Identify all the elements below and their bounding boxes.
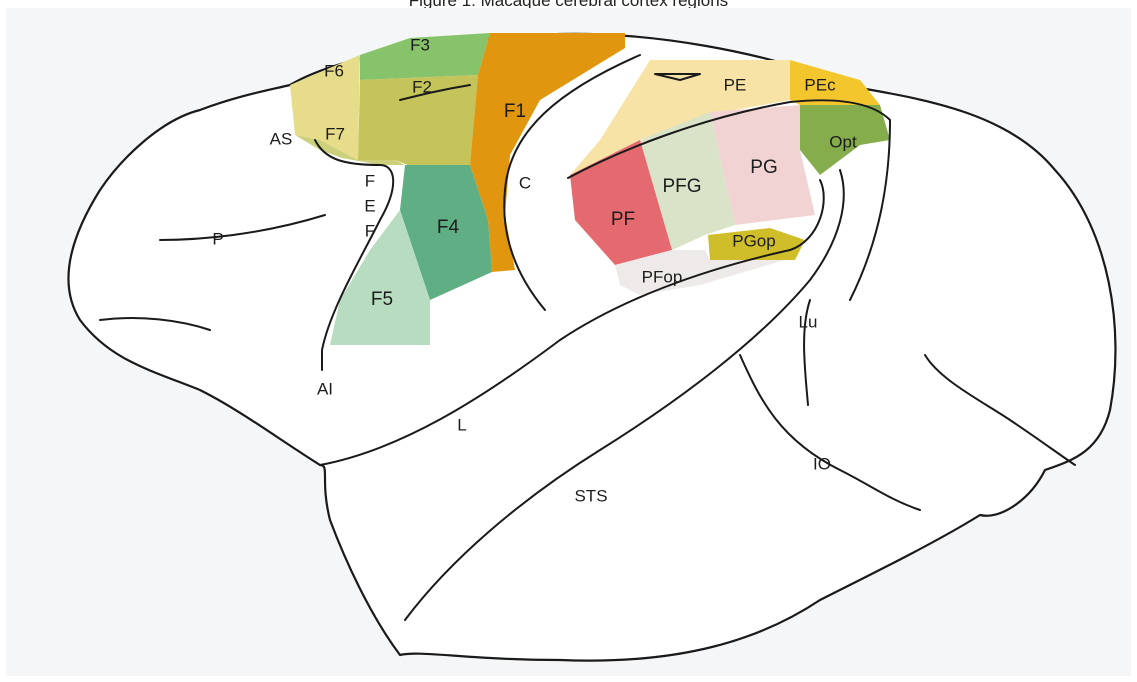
label-F6: F6 bbox=[324, 61, 344, 80]
label-IO: IO bbox=[813, 454, 831, 473]
label-FEF-3: F bbox=[365, 221, 375, 240]
label-PEc: PEc bbox=[804, 75, 836, 94]
label-C: C bbox=[519, 173, 531, 192]
label-AI: AI bbox=[317, 379, 333, 398]
label-P: P bbox=[212, 229, 223, 248]
label-PG: PG bbox=[750, 157, 777, 178]
label-F7: F7 bbox=[325, 124, 345, 143]
label-PF: PF bbox=[611, 209, 635, 230]
label-F5: F5 bbox=[371, 289, 393, 310]
label-Lu: Lu bbox=[799, 312, 818, 331]
label-Opt: Opt bbox=[829, 132, 857, 151]
brain-outline bbox=[69, 34, 1116, 661]
label-FEF-1: F bbox=[365, 171, 375, 190]
label-PFG: PFG bbox=[662, 176, 701, 197]
label-STS: STS bbox=[574, 486, 607, 505]
label-PFop: PFop bbox=[642, 267, 683, 286]
label-F3: F3 bbox=[410, 35, 430, 54]
label-PGop: PGop bbox=[732, 231, 775, 250]
label-FEF-2: E bbox=[364, 196, 375, 215]
label-F4: F4 bbox=[437, 217, 460, 238]
label-F2: F2 bbox=[412, 77, 432, 96]
label-PE: PE bbox=[724, 75, 747, 94]
label-F1: F1 bbox=[504, 101, 526, 122]
label-AS: AS bbox=[270, 129, 293, 148]
label-L: L bbox=[457, 415, 466, 434]
